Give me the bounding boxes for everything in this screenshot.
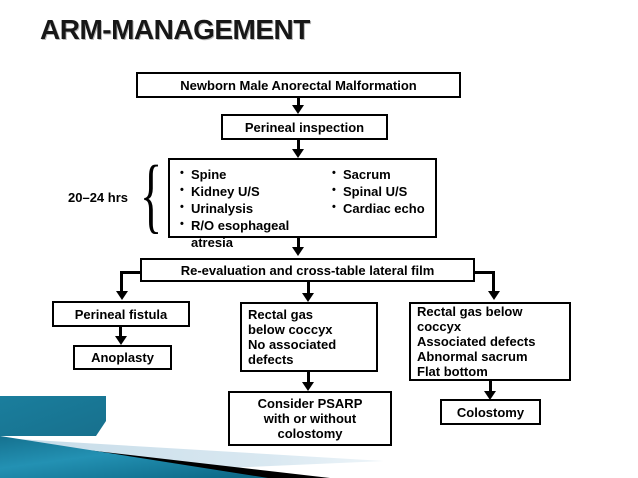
node-line: below coccyx bbox=[248, 322, 333, 337]
node-start-label: Newborn Male Anorectal Malformation bbox=[180, 77, 417, 93]
list-item: Kidney U/S bbox=[180, 182, 332, 200]
connector-perineal-fistula-to-anoplasty bbox=[119, 327, 122, 338]
list-item: Cardiac echo bbox=[332, 199, 425, 217]
arrowhead-reevaluation-to-rectal-gas-center bbox=[302, 293, 314, 302]
arrowhead-inspection-to-workup bbox=[292, 149, 304, 158]
node-line: Flat bottom bbox=[417, 364, 488, 379]
node-line: with or without bbox=[263, 411, 357, 426]
connector-inspection-to-workup bbox=[297, 140, 300, 151]
curly-brace: { bbox=[140, 149, 163, 242]
workup-timing-label: 20–24 hrs bbox=[68, 190, 128, 205]
connector-rectal-gas-right-to-colostomy bbox=[489, 381, 492, 393]
list-item: Sacrum bbox=[332, 165, 425, 183]
arrowhead-workup-to-reevaluation bbox=[292, 247, 304, 256]
node-perineal-fistula: Perineal fistula bbox=[52, 301, 190, 327]
connector-reevaluation-right-horizontal bbox=[473, 271, 495, 274]
node-colostomy: Colostomy bbox=[440, 399, 541, 425]
node-perineal-fistula-label: Perineal fistula bbox=[74, 306, 168, 322]
list-item: Spinal U/S bbox=[332, 182, 425, 200]
node-line: No associated bbox=[248, 337, 337, 352]
list-item: Spine bbox=[180, 165, 332, 183]
node-newborn-male-anorectal-malformation: Newborn Male Anorectal Malformation bbox=[136, 72, 461, 98]
list-item: Urinalysis bbox=[180, 199, 332, 217]
node-reevaluation-label: Re-evaluation and cross-table lateral fi… bbox=[180, 262, 435, 278]
connector-reevaluation-left-horizontal bbox=[120, 271, 142, 274]
node-line: Rectal gas bbox=[248, 307, 314, 322]
connector-start-to-inspection bbox=[297, 98, 300, 107]
workup-left-column: Spine Kidney U/S Urinalysis R/O esophage… bbox=[180, 165, 332, 250]
connector-reevaluation-center bbox=[307, 282, 310, 295]
node-anoplasty-label: Anoplasty bbox=[91, 350, 154, 365]
node-rectal-gas-below-coccyx-no-defects: Rectal gas below coccyx No associated de… bbox=[240, 302, 378, 372]
node-colostomy-label: Colostomy bbox=[456, 404, 525, 420]
node-line: coccyx bbox=[417, 319, 462, 334]
node-initial-workup: Spine Kidney U/S Urinalysis R/O esophage… bbox=[168, 158, 437, 250]
connector-rectal-gas-center-to-psarp bbox=[307, 372, 310, 384]
page-title: ARM-MANAGEMENT bbox=[40, 14, 310, 45]
node-reevaluation-cross-table-lateral-film: Re-evaluation and cross-table lateral fi… bbox=[140, 258, 475, 282]
node-line: Consider PSARP bbox=[257, 396, 363, 411]
arrowhead-reevaluation-to-rectal-gas-right bbox=[488, 291, 500, 300]
node-line: defects bbox=[248, 352, 294, 367]
workup-right-column: Sacrum Spinal U/S Cardiac echo bbox=[332, 165, 425, 230]
connector-workup-to-reevaluation bbox=[297, 238, 300, 249]
arrowhead-rectal-gas-right-to-colostomy bbox=[484, 391, 496, 400]
node-rectal-gas-below-coccyx-with-defects: Rectal gas below coccyx Associated defec… bbox=[409, 302, 571, 381]
node-inspection-label: Perineal inspection bbox=[244, 119, 365, 135]
node-line: Associated defects bbox=[417, 334, 536, 349]
node-perineal-inspection: Perineal inspection bbox=[221, 114, 388, 140]
arrowhead-start-to-inspection bbox=[292, 105, 304, 114]
decorative-corner-graphic bbox=[0, 396, 384, 478]
decor-teal-wave bbox=[0, 436, 268, 478]
node-line: colostomy bbox=[277, 426, 343, 441]
node-line: Abnormal sacrum bbox=[417, 349, 528, 364]
arrowhead-perineal-fistula-to-anoplasty bbox=[115, 336, 127, 345]
arrowhead-reevaluation-to-perineal-fistula bbox=[116, 291, 128, 300]
arrowhead-rectal-gas-center-to-psarp bbox=[302, 382, 314, 391]
node-consider-psarp: Consider PSARP with or without colostomy bbox=[228, 391, 392, 446]
list-item: R/O esophageal atresia bbox=[180, 216, 332, 251]
connector-reevaluation-left-vertical bbox=[120, 271, 123, 293]
node-anoplasty: Anoplasty bbox=[73, 345, 172, 370]
connector-reevaluation-right-vertical bbox=[492, 271, 495, 293]
decor-teal-block bbox=[0, 396, 106, 436]
node-line: Rectal gas below bbox=[417, 304, 523, 319]
